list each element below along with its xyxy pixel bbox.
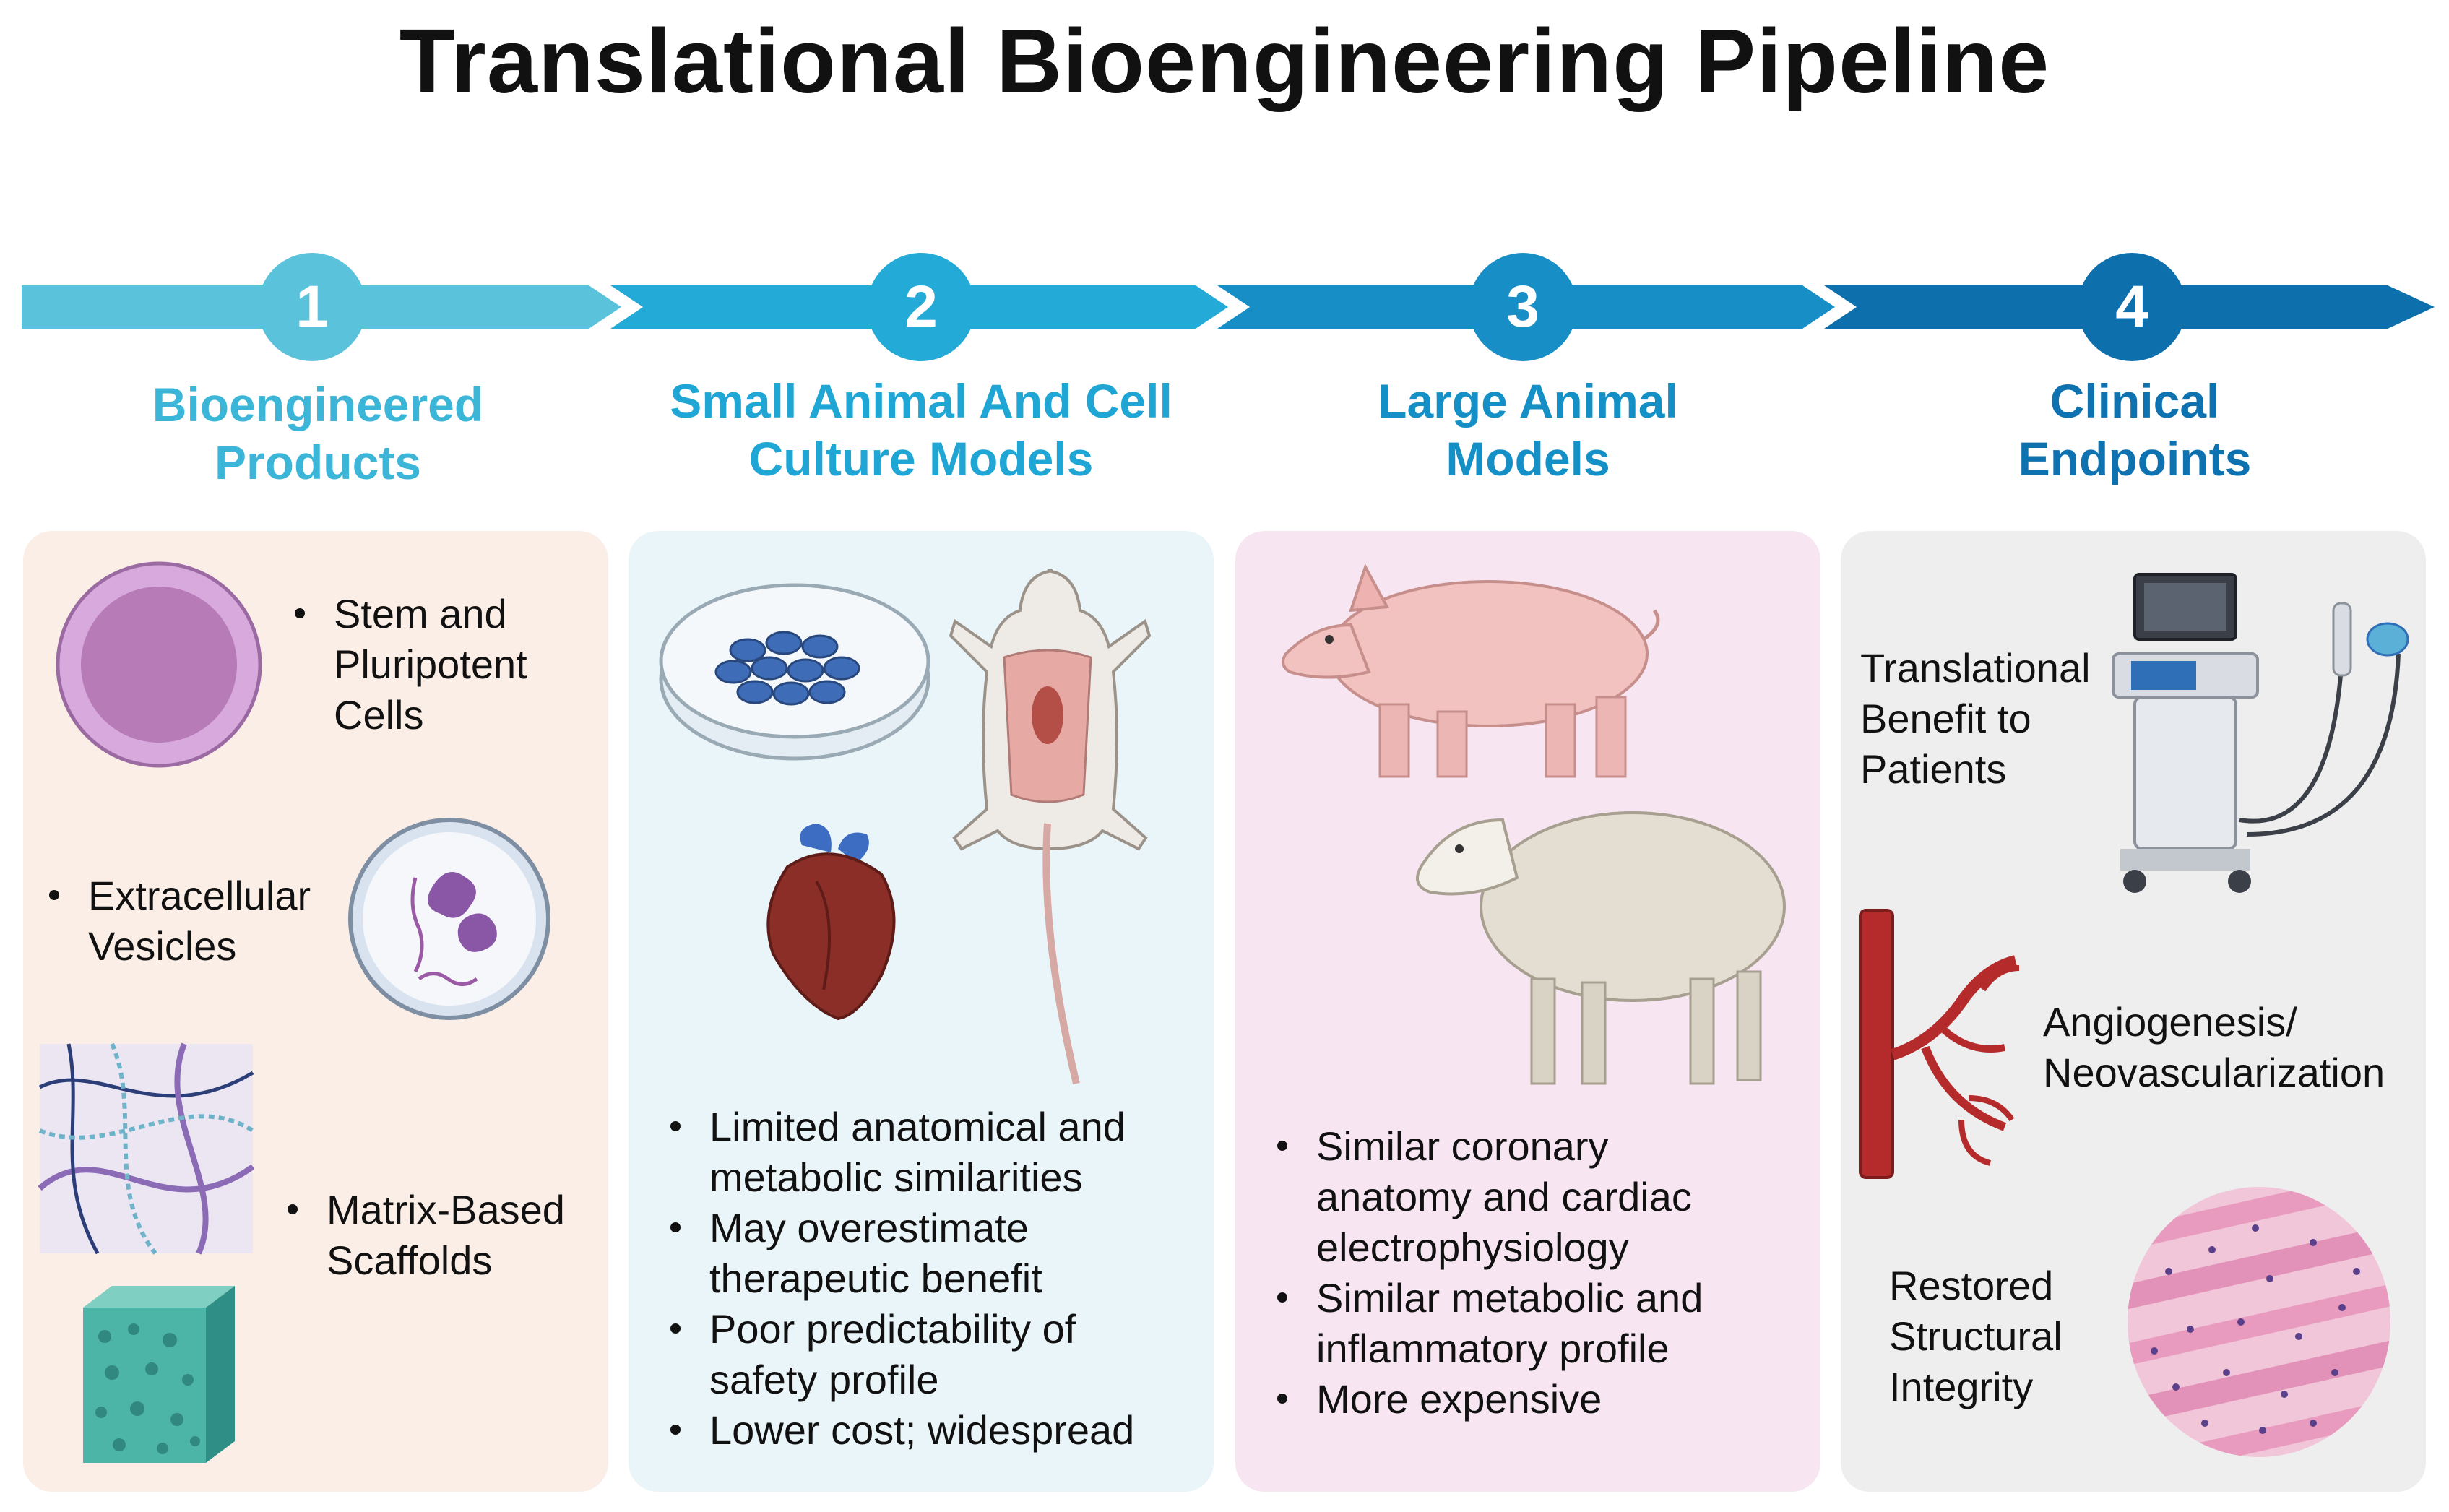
step-4-badge: 4 bbox=[2078, 253, 2186, 361]
porous-scaffold-icon bbox=[83, 1286, 235, 1463]
page-title: Translational Bioengineering Pipeline bbox=[399, 10, 2050, 112]
scaffolds-label: Matrix-Based Scaffolds bbox=[282, 1185, 565, 1286]
step-2-badge: 2 bbox=[867, 253, 975, 361]
heart-icon bbox=[766, 824, 896, 1021]
step-1-badge: 1 bbox=[258, 253, 366, 361]
petri-dish-icon bbox=[659, 583, 930, 761]
large-animal-bullets: Similar coronary anatomy and cardiac ele… bbox=[1271, 1121, 1703, 1425]
tissue-histology-icon bbox=[2128, 1187, 2390, 1457]
stem-cell-icon bbox=[56, 561, 262, 768]
structural-integrity-label: Restored Structural Integrity bbox=[1889, 1263, 2063, 1409]
ultrasound-machine-icon bbox=[2112, 573, 2409, 893]
extracellular-vesicle-icon bbox=[348, 818, 550, 1020]
pig-icon bbox=[1282, 563, 1660, 778]
step-3-badge: 3 bbox=[1469, 253, 1577, 361]
stem-cells-label: Stem and Pluripotent Cells bbox=[289, 589, 527, 740]
sheep-icon bbox=[1416, 811, 1786, 1085]
rat-icon bbox=[949, 569, 1152, 1085]
blood-vessel-icon bbox=[1859, 909, 2020, 1179]
fiber-matrix-icon bbox=[38, 1042, 255, 1255]
small-animal-bullets: Limited anatomical and metabolic similar… bbox=[665, 1102, 1134, 1456]
translational-benefit-label: Translational Benefit to Patients bbox=[1860, 645, 2091, 792]
angiogenesis-label: Angiogenesis/ Neovascularization bbox=[2043, 999, 2385, 1095]
vesicles-label: Extracellular Vesicles bbox=[43, 871, 311, 972]
